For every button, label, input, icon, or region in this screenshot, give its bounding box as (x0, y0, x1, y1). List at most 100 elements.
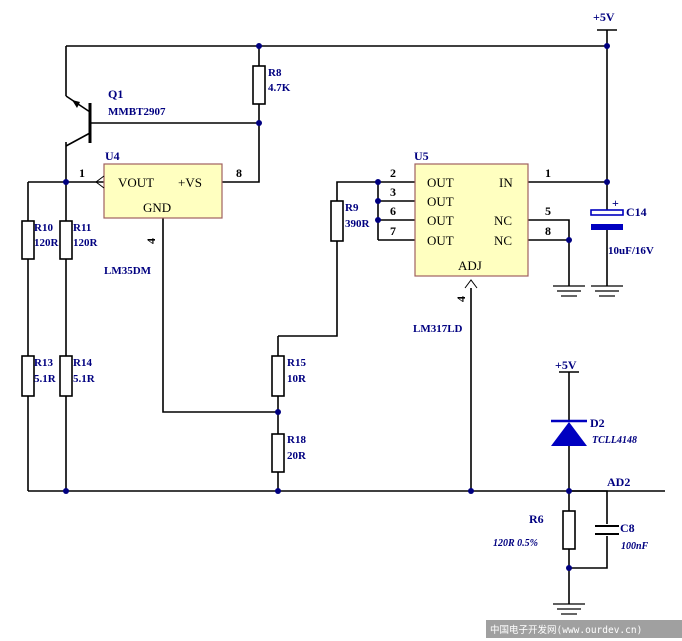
junction-dot (256, 120, 262, 126)
vcc-symbol-top: +5V (593, 10, 617, 31)
u5-pin-out: OUT (427, 194, 454, 209)
r14-ref: R14 (73, 357, 92, 369)
r18-val: 20R (287, 450, 307, 462)
junction-dot (275, 488, 281, 494)
u5-pin-out: OUT (427, 233, 454, 248)
r9-ref: R9 (345, 202, 359, 214)
r10-ref: R10 (34, 222, 53, 234)
plus-icon: + (612, 196, 619, 210)
q1-ref: Q1 (108, 87, 123, 101)
junction-dot (256, 43, 262, 49)
wire-nc5 (528, 219, 570, 286)
capacitor-c8: C8 100nF (595, 521, 649, 552)
r9-val: 390R (345, 218, 371, 230)
u5-pin3-num: 3 (390, 185, 396, 199)
u5-pin-out: OUT (427, 175, 454, 190)
u5-pin4-num: 4 (454, 296, 468, 302)
vcc-label: +5V (593, 10, 615, 24)
junction-dot (63, 179, 69, 185)
q1-part: MMBT2907 (108, 106, 166, 118)
u4-pin1-num: 1 (79, 166, 85, 180)
d2-part: TCLL4148 (592, 435, 637, 446)
u5-pin-nc: NC (494, 233, 512, 248)
r8-ref: R8 (268, 67, 282, 79)
u4-ref: U4 (105, 149, 120, 163)
junction-dot (275, 409, 281, 415)
u5-ref: U5 (414, 149, 429, 163)
u5-pin6-num: 6 (390, 204, 396, 218)
d2-ref: D2 (590, 416, 605, 430)
r11-ref: R11 (73, 222, 91, 234)
junction-dot (375, 179, 381, 185)
wire-c8-top (569, 490, 608, 524)
resistor-r9 (330, 200, 344, 242)
capacitor-c14: + C14 10uF/16V (590, 196, 654, 257)
r14-val: 5.1R (73, 373, 96, 385)
c8-ref: C8 (620, 521, 635, 535)
u5-pin1-num: 1 (545, 166, 551, 180)
resistor-r6 (562, 510, 576, 550)
chip-u5: U5 OUT OUT OUT OUT IN NC NC ADJ 2 3 6 7 … (390, 149, 551, 335)
junction-dot (468, 488, 474, 494)
resistor-r8 (252, 65, 266, 105)
junction-dot (604, 43, 610, 49)
wire-r9-top (336, 181, 415, 201)
u5-pin-out: OUT (427, 213, 454, 228)
diode-d2: D2 TCLL4148 (551, 416, 637, 446)
ground-icon (553, 285, 585, 297)
u5-part: LM317LD (413, 323, 463, 335)
u5-pin-nc: NC (494, 213, 512, 228)
r11-val: 120R (73, 237, 99, 249)
c8-val: 100nF (621, 541, 649, 552)
r10-val: 120R (34, 237, 60, 249)
ground-icon (591, 285, 623, 297)
watermark: 中国电子开发网(www.ourdev.cn) (486, 620, 682, 638)
vcc-label: +5V (555, 358, 577, 372)
net-label-ad2: AD2 (607, 475, 630, 489)
u4-pin-gnd: GND (143, 200, 171, 215)
resistor-r10 (21, 220, 35, 260)
c14-ref: C14 (626, 205, 647, 219)
u4-pin-vs: +VS (178, 175, 202, 190)
u5-pin-in: IN (499, 175, 513, 190)
resistor-r11 (59, 220, 73, 260)
u4-pin-vout: VOUT (118, 175, 154, 190)
r15-val: 10R (287, 373, 307, 385)
r8-val: 4.7K (268, 82, 291, 94)
wires (27, 30, 665, 604)
junction-dot (566, 237, 572, 243)
wire-r8-bottom (222, 104, 260, 183)
resistor-r13 (21, 355, 35, 397)
resistors: R8 4.7K R9 390R R10 120R R11 120R R13 5.… (21, 65, 576, 550)
u5-body (414, 163, 529, 277)
resistor-r18 (271, 433, 285, 473)
junction-dot (375, 217, 381, 223)
r18-ref: R18 (287, 434, 306, 446)
junction-dot (566, 488, 572, 494)
vcc-symbol-diode: +5V (555, 358, 579, 373)
c14-val: 10uF/16V (608, 245, 654, 257)
junction-dot (566, 565, 572, 571)
chip-u4: U4 VOUT +VS GND 1 8 4 LM35DM (79, 149, 242, 277)
junction-dot (604, 179, 610, 185)
r15-ref: R15 (287, 357, 306, 369)
u4-pin8-num: 8 (236, 166, 242, 180)
wire-c8-bottom (569, 536, 608, 569)
resistor-r15 (271, 355, 285, 397)
junctions (63, 43, 610, 571)
junction-dot (63, 488, 69, 494)
resistor-r14 (59, 355, 73, 397)
wire-r9-link (278, 241, 338, 337)
u5-pin5-num: 5 (545, 204, 551, 218)
r13-val: 5.1R (34, 373, 57, 385)
junction-dot (375, 198, 381, 204)
u5-pin2-num: 2 (390, 166, 396, 180)
transistor-q1: Q1 MMBT2907 (65, 87, 166, 147)
u5-pin7-num: 7 (390, 224, 396, 238)
r6-val: 120R 0.5% (493, 538, 538, 549)
wire-u4-gnd (162, 218, 278, 413)
u4-part: LM35DM (104, 265, 152, 277)
r6-ref: R6 (529, 512, 544, 526)
u4-body (103, 163, 223, 219)
